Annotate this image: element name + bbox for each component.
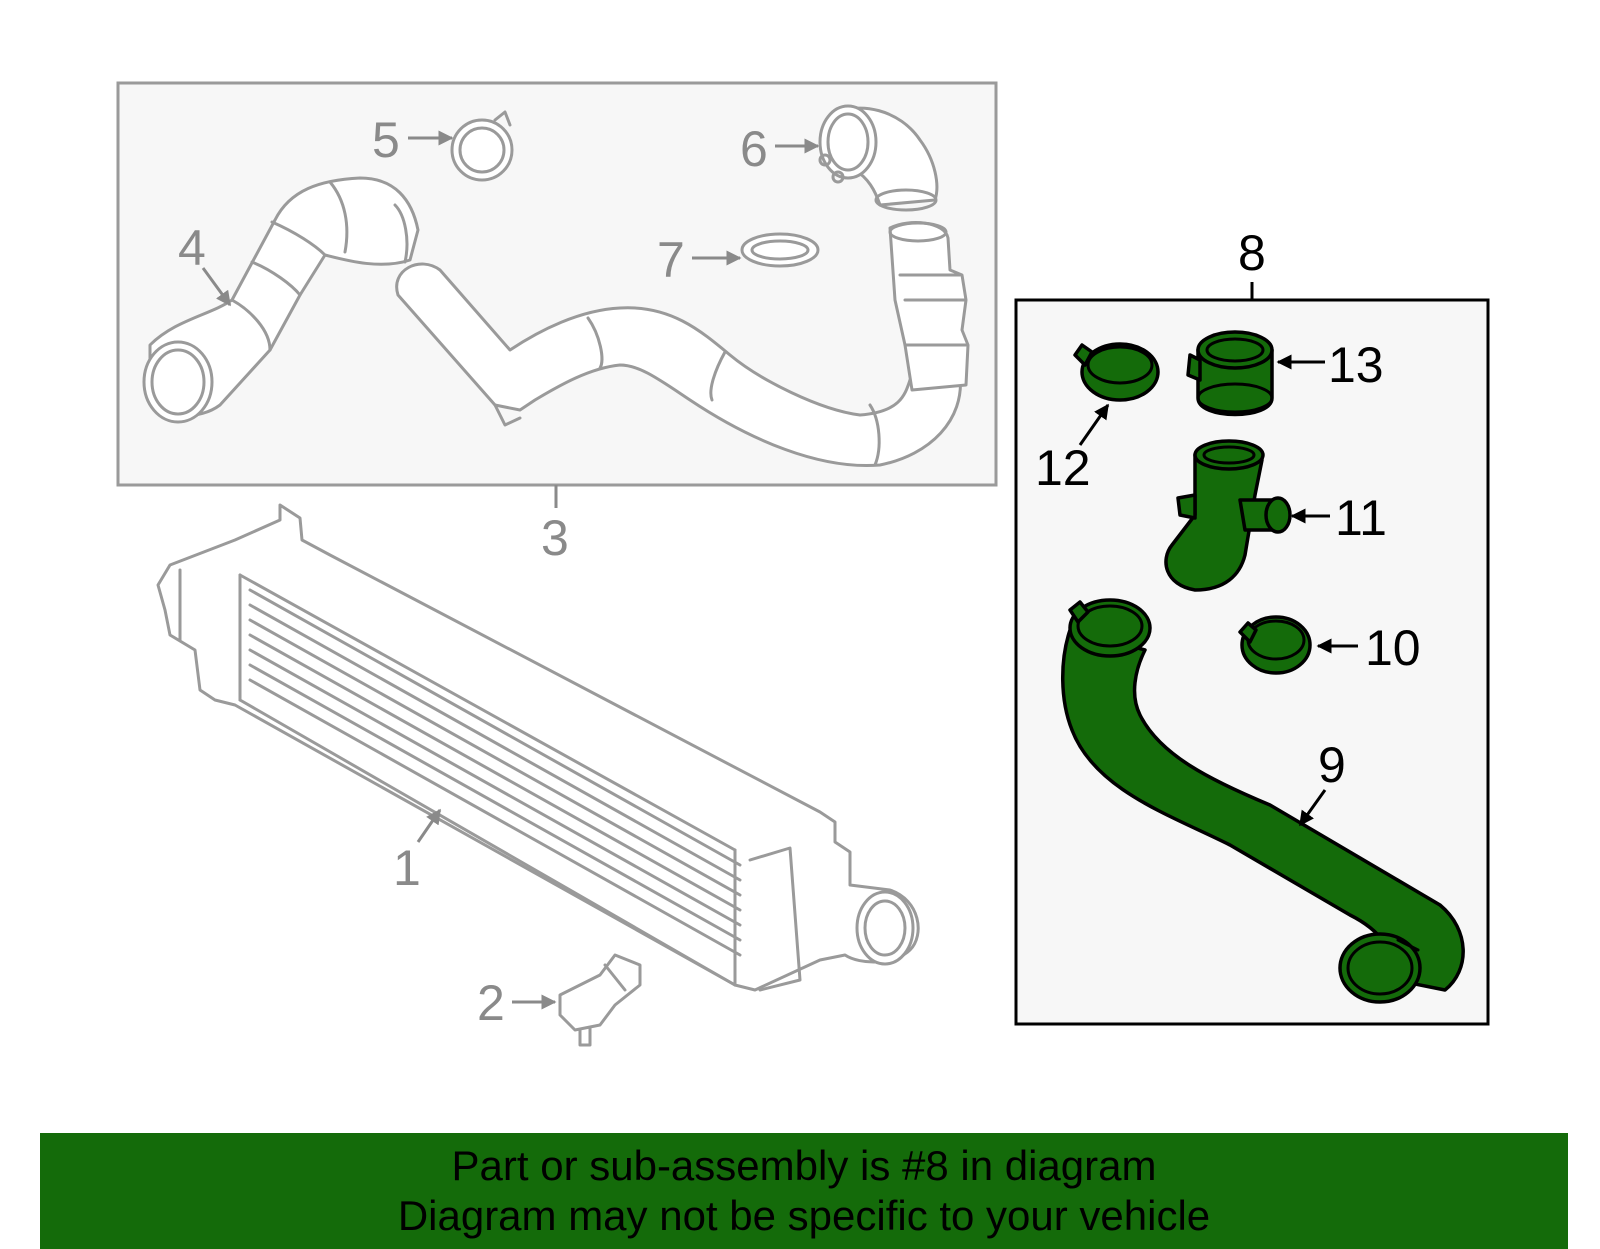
callout-3: 3 [541,510,569,566]
part-9-hose[interactable] [1060,598,1465,1004]
callout-9: 9 [1318,737,1346,793]
part-5-clamp[interactable] [450,110,514,182]
part-3-pipe[interactable] [395,221,970,468]
part-13-connector[interactable] [1186,330,1274,417]
part-4-hose[interactable] [142,176,420,424]
part-11-tee[interactable] [1164,439,1292,592]
part-2-sensor[interactable] [558,953,642,1047]
part-12-clamp[interactable] [1073,342,1160,402]
callout-12: 12 [1035,440,1091,496]
callout-1: 1 [393,840,421,896]
callout-7: 7 [657,232,685,288]
banner-line-1: Part or sub-assembly is #8 in diagram [451,1142,1157,1189]
part-7-clamp[interactable] [740,232,820,268]
callout-5: 5 [372,112,400,168]
callout-6: 6 [740,121,768,177]
banner-line-2: Diagram may not be specific to your vehi… [397,1192,1211,1239]
part-6-elbow[interactable] [818,104,939,212]
info-banner: Part or sub-assembly is #8 in diagram Di… [40,1133,1568,1249]
callout-2: 2 [477,975,505,1031]
callout-13: 13 [1328,337,1384,393]
part-10-clamp[interactable] [1238,615,1312,675]
callout-8: 8 [1238,225,1266,281]
callout-11: 11 [1335,490,1387,546]
callout-4: 4 [178,220,206,276]
callout-10: 10 [1365,620,1421,676]
part-1-intercooler[interactable] [156,503,920,992]
